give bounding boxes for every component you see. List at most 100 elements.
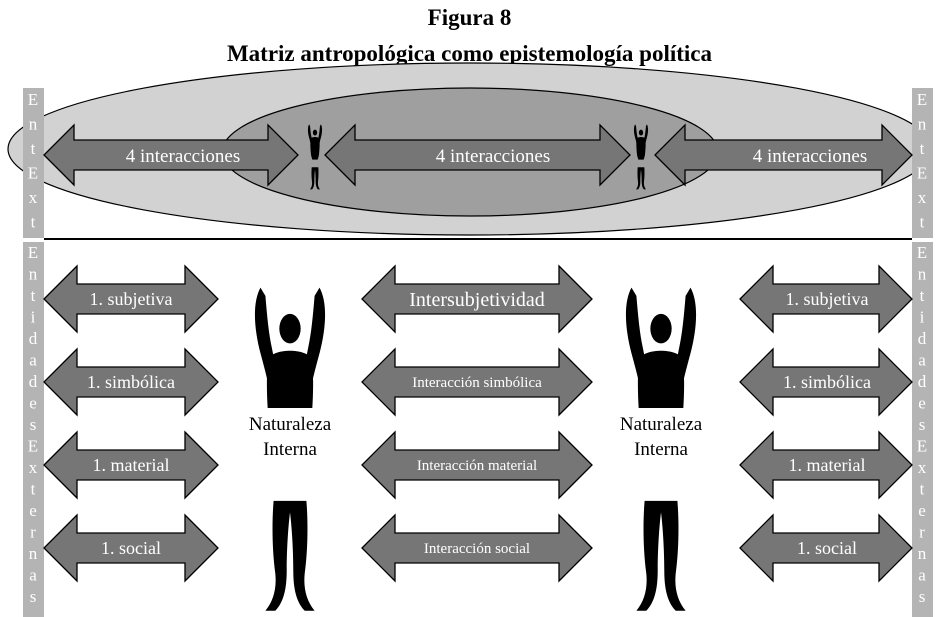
side-letter-bottom-left: x — [29, 458, 38, 477]
side-letter-bottom-right: t — [920, 286, 925, 305]
side-letter-bottom-left: t — [31, 480, 36, 499]
side-letter-bottom-left: d — [29, 329, 38, 348]
figure-head — [650, 313, 672, 344]
side-letter-bottom-right: n — [918, 544, 927, 563]
side-letter-top-right: n — [918, 115, 927, 134]
right-arrow-label: 1. subjetiva — [786, 289, 869, 309]
side-letter-top-right: E — [917, 90, 927, 109]
figure-number: Figura 8 — [427, 5, 512, 30]
right-arrow-label: 1. material — [789, 455, 866, 475]
top-double-arrow — [324, 123, 631, 187]
side-letter-bottom-right: e — [918, 501, 926, 520]
figure-head — [312, 129, 318, 136]
side-letter-bottom-right: a — [918, 351, 926, 370]
top-arrow-label: 4 interacciones — [126, 146, 240, 167]
top-double-arrow — [43, 123, 299, 187]
right-double-arrow — [739, 264, 913, 334]
side-letter-bottom-left: a — [29, 566, 37, 585]
side-bar-bottom-right — [912, 242, 933, 617]
center-arrow-label: Interacción material — [417, 458, 537, 474]
side-letter-bottom-left: t — [31, 286, 36, 305]
center-double-arrow — [361, 430, 593, 500]
right-double-arrow — [739, 430, 913, 500]
center-double-arrow — [361, 264, 593, 334]
figure-head — [279, 313, 301, 344]
left-double-arrow — [43, 513, 219, 583]
figure-label-line-1: Naturaleza — [249, 414, 332, 435]
right-double-arrow — [739, 347, 913, 417]
left-arrow-label: 1. subjetiva — [90, 289, 173, 309]
center-double-arrow — [361, 513, 593, 583]
side-bar-top-right — [912, 88, 933, 238]
side-bar-bottom-left — [23, 242, 44, 617]
side-letter-bottom-left: E — [28, 437, 38, 456]
figure-label-line-2: Interna — [263, 439, 317, 460]
side-letter-top-left: E — [28, 164, 38, 183]
figure-legs — [310, 167, 320, 190]
side-letter-bottom-right: r — [919, 523, 925, 542]
side-letter-bottom-left: s — [30, 587, 37, 606]
side-letter-bottom-right: n — [918, 265, 927, 284]
side-letter-top-right: t — [920, 213, 925, 232]
side-letter-bottom-right: a — [918, 566, 926, 585]
right-arrow-label: 1. social — [797, 538, 857, 558]
side-letter-top-left: t — [31, 213, 36, 232]
side-bar-top-left — [23, 88, 44, 238]
side-letter-bottom-right: x — [918, 458, 927, 477]
side-letter-top-left: E — [28, 90, 38, 109]
figure-legs — [636, 500, 686, 611]
figure-legs — [265, 500, 315, 611]
left-arrow-label: 1. simbólica — [87, 372, 175, 392]
side-letter-top-left: n — [29, 115, 38, 134]
figure-label-line-2: Interna — [634, 439, 688, 460]
figure-torso — [310, 137, 320, 160]
top-arrow-label: 4 interacciones — [753, 146, 867, 167]
center-arrow-label: Intersubjetividad — [409, 289, 545, 311]
side-letter-bottom-left: n — [29, 544, 38, 563]
side-letter-bottom-left: s — [30, 415, 37, 434]
side-letter-top-right: t — [920, 139, 925, 158]
figure-head — [638, 129, 644, 136]
center-double-arrow — [361, 347, 593, 417]
side-letter-bottom-right: d — [918, 329, 927, 348]
side-letter-bottom-left: d — [29, 372, 38, 391]
side-letter-bottom-right: e — [918, 394, 926, 413]
text-layer: 4 interacciones 4 interacciones 4 interacc… — [28, 90, 927, 606]
left-double-arrow — [43, 264, 219, 334]
figure-title: Matriz antropológica como epistemología … — [226, 41, 713, 66]
side-letter-top-right: x — [918, 188, 927, 207]
side-letter-bottom-right: d — [918, 372, 927, 391]
side-letter-bottom-left: i — [31, 308, 36, 327]
side-letter-top-left: x — [29, 188, 38, 207]
left-double-arrow — [43, 347, 219, 417]
center-arrow-label: Interacción simbólica — [412, 375, 542, 391]
figure-legs — [636, 167, 646, 190]
figure-label-line-1: Naturaleza — [620, 414, 703, 435]
figure-label-band — [238, 408, 342, 466]
side-letter-bottom-left: a — [29, 351, 37, 370]
right-arrow-label: 1. simbólica — [783, 372, 871, 392]
side-letter-bottom-right: E — [917, 243, 927, 262]
side-letter-bottom-left: e — [29, 394, 37, 413]
figure-torso — [636, 137, 646, 160]
side-letter-bottom-left: e — [29, 501, 37, 520]
arrow-layer — [43, 123, 913, 583]
side-letter-top-right: E — [917, 164, 927, 183]
left-arrow-label: 1. material — [93, 455, 170, 475]
side-letter-bottom-left: E — [28, 243, 38, 262]
side-letter-bottom-right: t — [920, 480, 925, 499]
side-letter-bottom-right: E — [917, 437, 927, 456]
side-letter-bottom-left: r — [30, 523, 36, 542]
side-letter-bottom-right: s — [919, 587, 926, 606]
side-letter-top-left: t — [31, 139, 36, 158]
left-double-arrow — [43, 430, 219, 500]
small-human-figure-left — [307, 124, 323, 190]
side-letter-bottom-right: s — [919, 415, 926, 434]
left-arrow-label: 1. social — [101, 538, 161, 558]
right-double-arrow — [739, 513, 913, 583]
top-arrow-label: 4 interacciones — [436, 146, 550, 167]
figure-layer — [238, 124, 713, 611]
side-letter-bottom-right: i — [920, 308, 925, 327]
side-letter-bottom-left: n — [29, 265, 38, 284]
